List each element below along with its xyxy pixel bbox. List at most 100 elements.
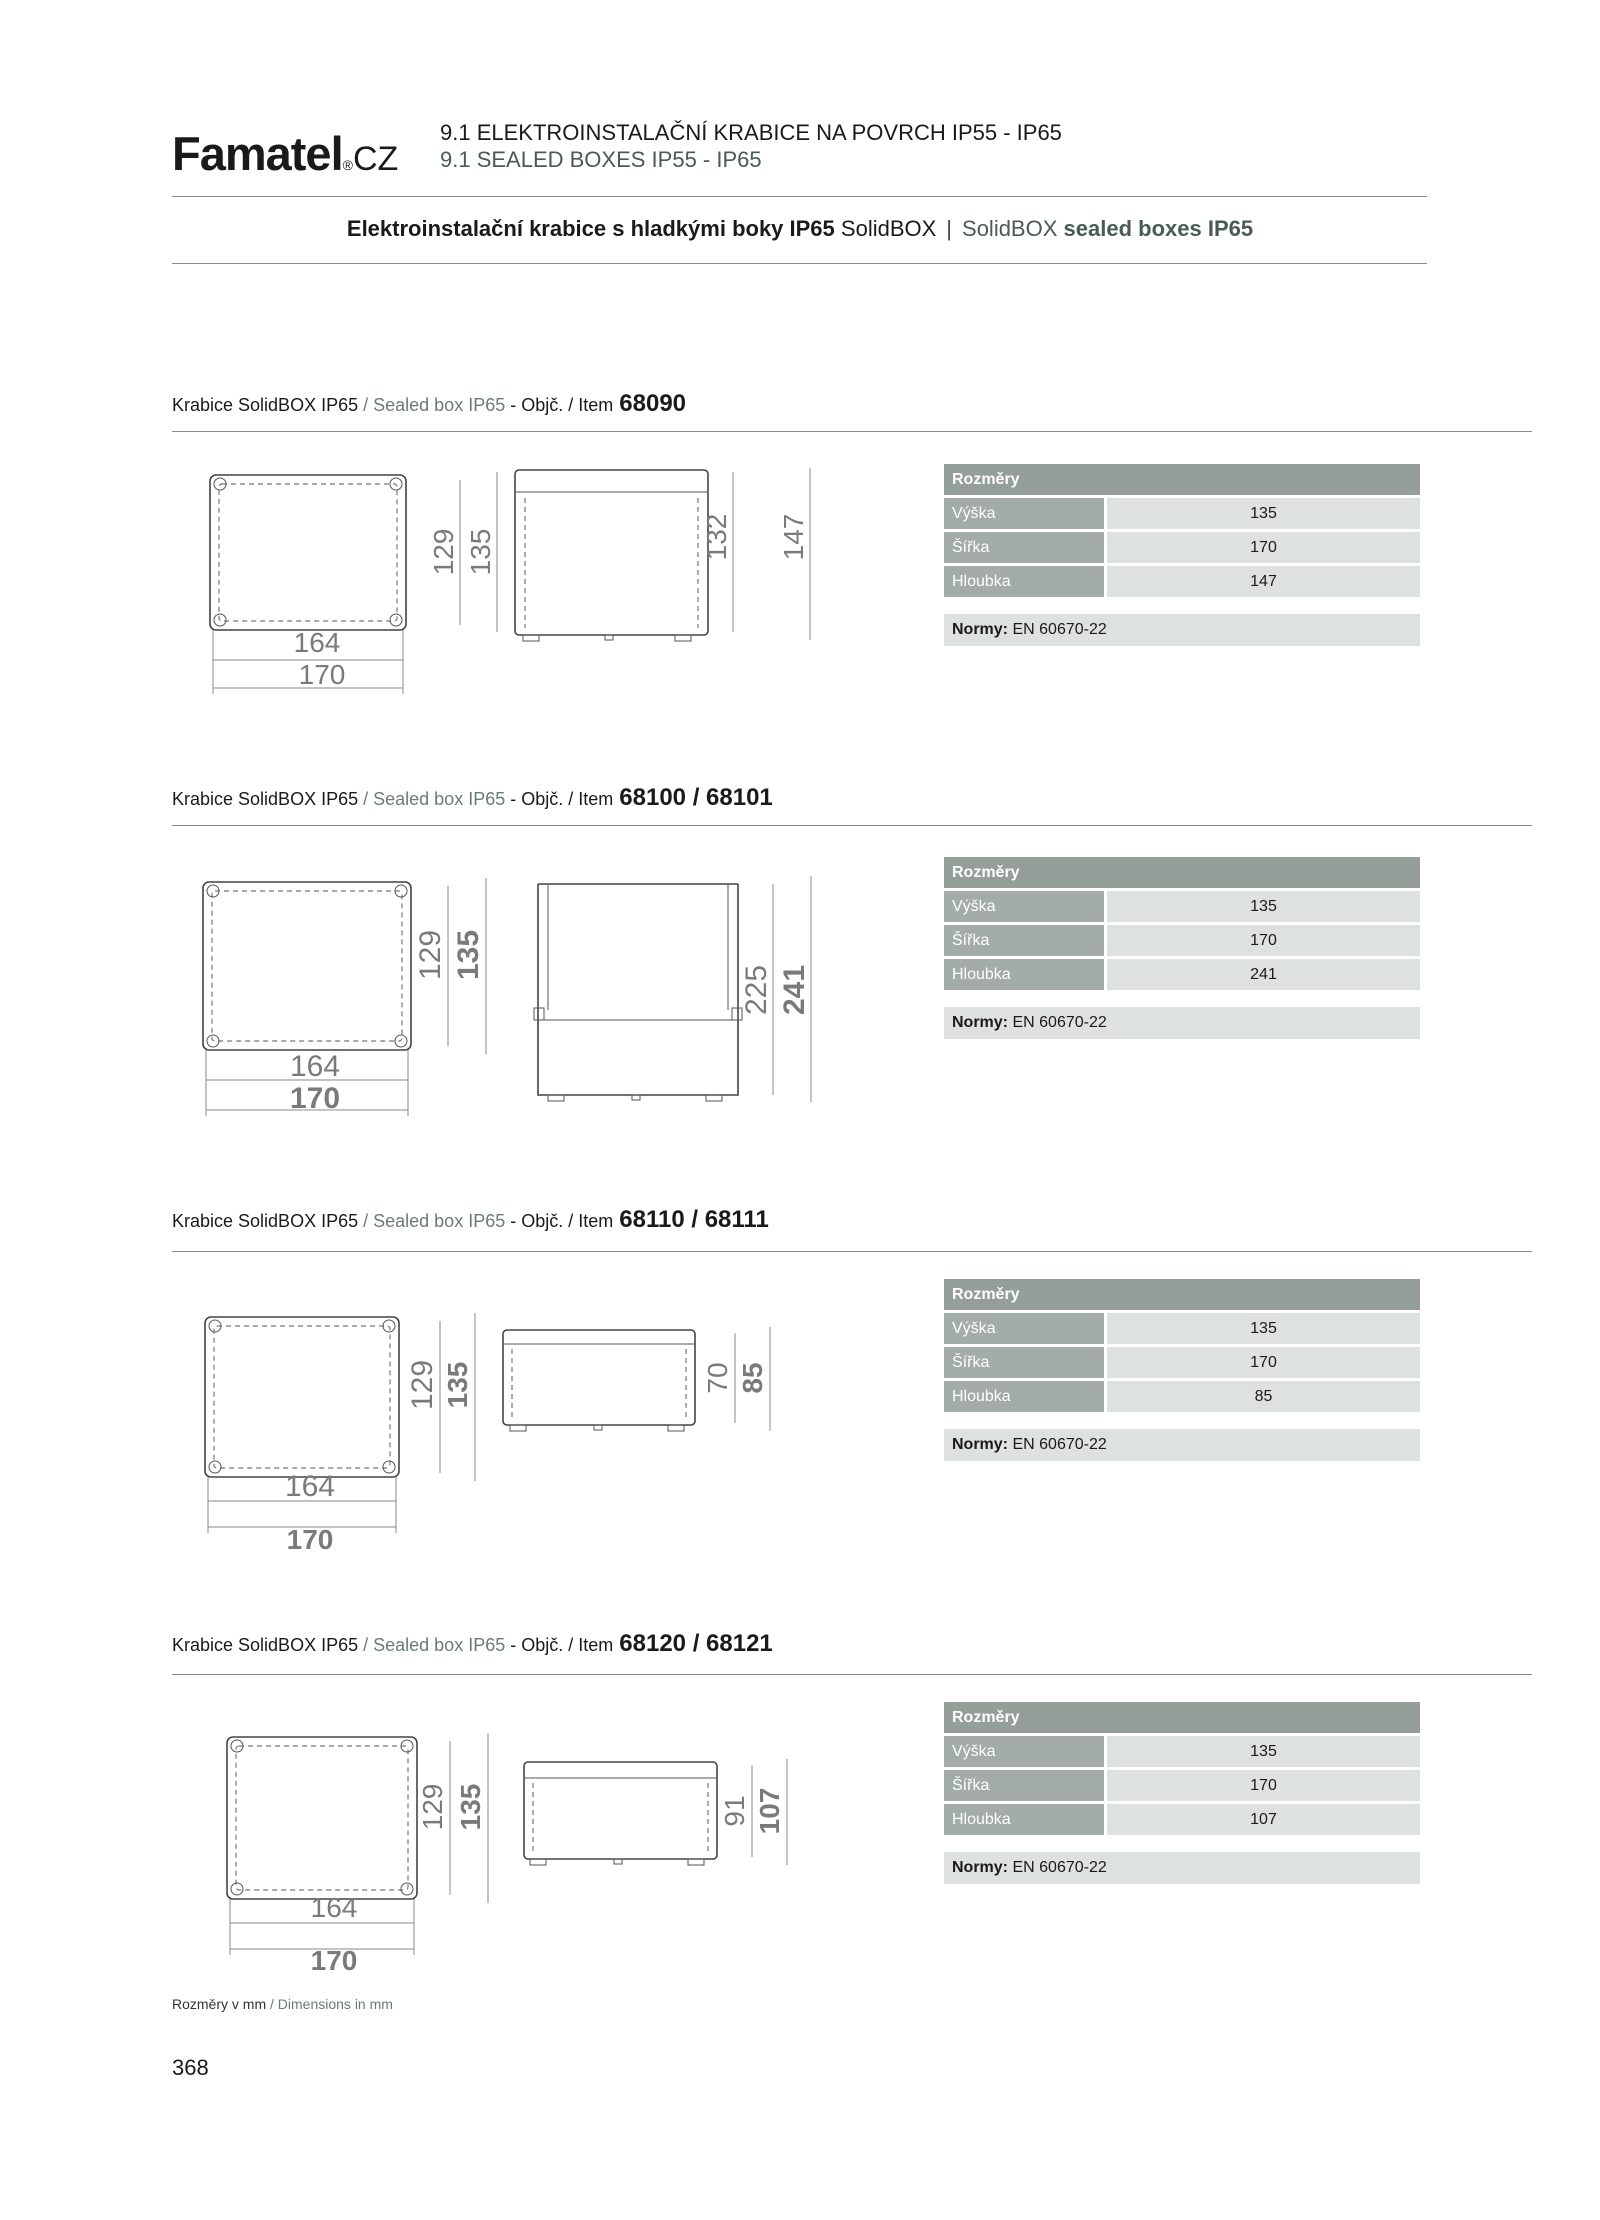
spec-value-width: 170 xyxy=(1107,532,1420,563)
spec-header: Rozměry xyxy=(944,1702,1420,1733)
product-label-en: / Sealed box IP65 xyxy=(363,789,506,809)
spec-value-depth: 107 xyxy=(1107,1804,1420,1835)
spec-key-height: Výška xyxy=(944,891,1107,922)
product-drawing: 164 170 129 135 225 241 xyxy=(202,876,812,1116)
dim-width-outer: 170 xyxy=(290,1082,340,1115)
footnote-en: / Dimensions in mm xyxy=(270,1996,393,2012)
norm-label: Normy: xyxy=(952,1014,1009,1031)
product-item-number: 68100 / 68101 xyxy=(619,784,773,811)
dim-depth-outer: 241 xyxy=(778,965,811,1015)
product-title: Krabice SolidBOX IP65 / Sealed box IP65 … xyxy=(172,1206,769,1234)
product-drawing: 164 170 129 135 132 147 xyxy=(209,468,811,694)
spec-key-depth: Hloubka xyxy=(944,1381,1107,1412)
spec-header: Rozměry xyxy=(944,464,1420,495)
dim-height-outer: 135 xyxy=(465,529,496,576)
dim-width-inner: 164 xyxy=(290,1050,340,1083)
product-label-item: - Objč. / Item xyxy=(510,395,614,415)
section-subtitle: Elektroinstalační krabice s hladkými bok… xyxy=(0,216,1600,242)
dim-depth-inner: 70 xyxy=(702,1362,733,1393)
dim-width-inner: 164 xyxy=(311,1892,358,1923)
product-divider xyxy=(172,1251,1532,1252)
product-label-cz: Krabice SolidBOX IP65 xyxy=(172,1211,359,1231)
product-title: Krabice SolidBOX IP65 / Sealed box IP65 … xyxy=(172,784,773,812)
spec-key-depth: Hloubka xyxy=(944,1804,1107,1835)
subtitle-divider xyxy=(172,263,1427,264)
product-title: Krabice SolidBOX IP65 / Sealed box IP65 … xyxy=(172,1630,773,1658)
spec-key-height: Výška xyxy=(944,1736,1107,1767)
norm-box: Normy: EN 60670-22 xyxy=(944,1007,1420,1039)
norm-label: Normy: xyxy=(952,1436,1009,1453)
norm-label: Normy: xyxy=(952,1859,1009,1876)
product-label-cz: Krabice SolidBOX IP65 xyxy=(172,1635,359,1655)
subtitle-cz-brand: SolidBOX xyxy=(840,216,937,241)
dim-depth-outer: 107 xyxy=(754,1788,785,1835)
norm-value: EN 60670-22 xyxy=(1012,1014,1107,1031)
dim-height-inner: 129 xyxy=(406,1360,439,1410)
dim-height-outer: 135 xyxy=(452,930,485,980)
spec-header: Rozměry xyxy=(944,1279,1420,1310)
spec-value-height: 135 xyxy=(1107,498,1420,529)
product-title: Krabice SolidBOX IP65 / Sealed box IP65 … xyxy=(172,390,686,418)
norm-box: Normy: EN 60670-22 xyxy=(944,1852,1420,1884)
spec-key-height: Výška xyxy=(944,498,1107,529)
product-item-number: 68120 / 68121 xyxy=(619,1630,773,1657)
dim-depth-outer: 85 xyxy=(737,1362,768,1393)
header-divider xyxy=(172,196,1427,197)
dim-width-outer: 170 xyxy=(299,659,346,690)
product-item-number: 68090 xyxy=(619,390,687,417)
product-divider xyxy=(172,825,1532,826)
spec-header: Rozměry xyxy=(944,857,1420,888)
spec-value-width: 170 xyxy=(1107,925,1420,956)
product-label-item: - Objč. / Item xyxy=(510,1211,614,1231)
product-label-en: / Sealed box IP65 xyxy=(363,395,506,415)
spec-key-depth: Hloubka xyxy=(944,959,1107,990)
product-drawing: 164 170 129 135 91 107 xyxy=(226,1733,788,1976)
dim-width-inner: 164 xyxy=(285,1470,335,1503)
product-drawing: 164 170 129 135 70 85 xyxy=(204,1313,771,1555)
subtitle-cz: Elektroinstalační krabice s hladkými bok… xyxy=(346,216,835,241)
spec-key-height: Výška xyxy=(944,1313,1107,1344)
dim-depth-inner: 132 xyxy=(701,514,732,561)
spec-value-depth: 85 xyxy=(1107,1381,1420,1412)
brand-suffix: CZ xyxy=(352,140,399,178)
dim-depth-outer: 147 xyxy=(778,514,809,561)
dim-height-inner: 129 xyxy=(428,529,459,576)
footnote-cz: Rozměry v mm xyxy=(172,1996,267,2012)
product-label-en: / Sealed box IP65 xyxy=(363,1635,506,1655)
norm-value: EN 60670-22 xyxy=(1012,1436,1107,1453)
page-number: 368 xyxy=(172,2055,209,2080)
product-item-number: 68110 / 68111 xyxy=(619,1206,769,1233)
norm-value: EN 60670-22 xyxy=(1012,1859,1107,1876)
spec-value-depth: 241 xyxy=(1107,959,1420,990)
dim-height-outer: 135 xyxy=(455,1784,486,1831)
spec-value-width: 170 xyxy=(1107,1770,1420,1801)
product-divider xyxy=(172,431,1532,432)
norm-box: Normy: EN 60670-22 xyxy=(944,614,1420,646)
brand-registered-mark: ® xyxy=(342,157,353,173)
spec-value-depth: 147 xyxy=(1107,566,1420,597)
norm-box: Normy: EN 60670-22 xyxy=(944,1429,1420,1461)
dim-depth-inner: 91 xyxy=(719,1795,750,1826)
brand-name: Famatel xyxy=(172,127,344,180)
spec-value-height: 135 xyxy=(1107,1313,1420,1344)
product-label-cz: Krabice SolidBOX IP65 xyxy=(172,789,359,809)
product-label-en: / Sealed box IP65 xyxy=(363,1211,506,1231)
chapter-title-cz: 9.1 ELEKTROINSTALAČNÍ KRABICE NA POVRCH … xyxy=(440,120,1062,145)
subtitle-separator: | xyxy=(946,216,953,241)
spec-key-depth: Hloubka xyxy=(944,566,1107,597)
dim-width-inner: 164 xyxy=(294,627,341,658)
spec-key-width: Šířka xyxy=(944,1347,1107,1378)
product-label-item: - Objč. / Item xyxy=(510,789,614,809)
spec-value-height: 135 xyxy=(1107,891,1420,922)
subtitle-en: sealed boxes IP65 xyxy=(1063,216,1254,241)
spec-key-width: Šířka xyxy=(944,532,1107,563)
dimensions-footnote: Rozměry v mm / Dimensions in mm xyxy=(172,1996,393,2012)
dim-width-outer: 170 xyxy=(287,1524,334,1555)
norm-label: Normy: xyxy=(952,621,1009,638)
dim-height-outer: 135 xyxy=(442,1362,473,1409)
spec-value-height: 135 xyxy=(1107,1736,1420,1767)
dim-depth-inner: 225 xyxy=(740,965,773,1015)
dim-width-outer: 170 xyxy=(311,1945,358,1976)
